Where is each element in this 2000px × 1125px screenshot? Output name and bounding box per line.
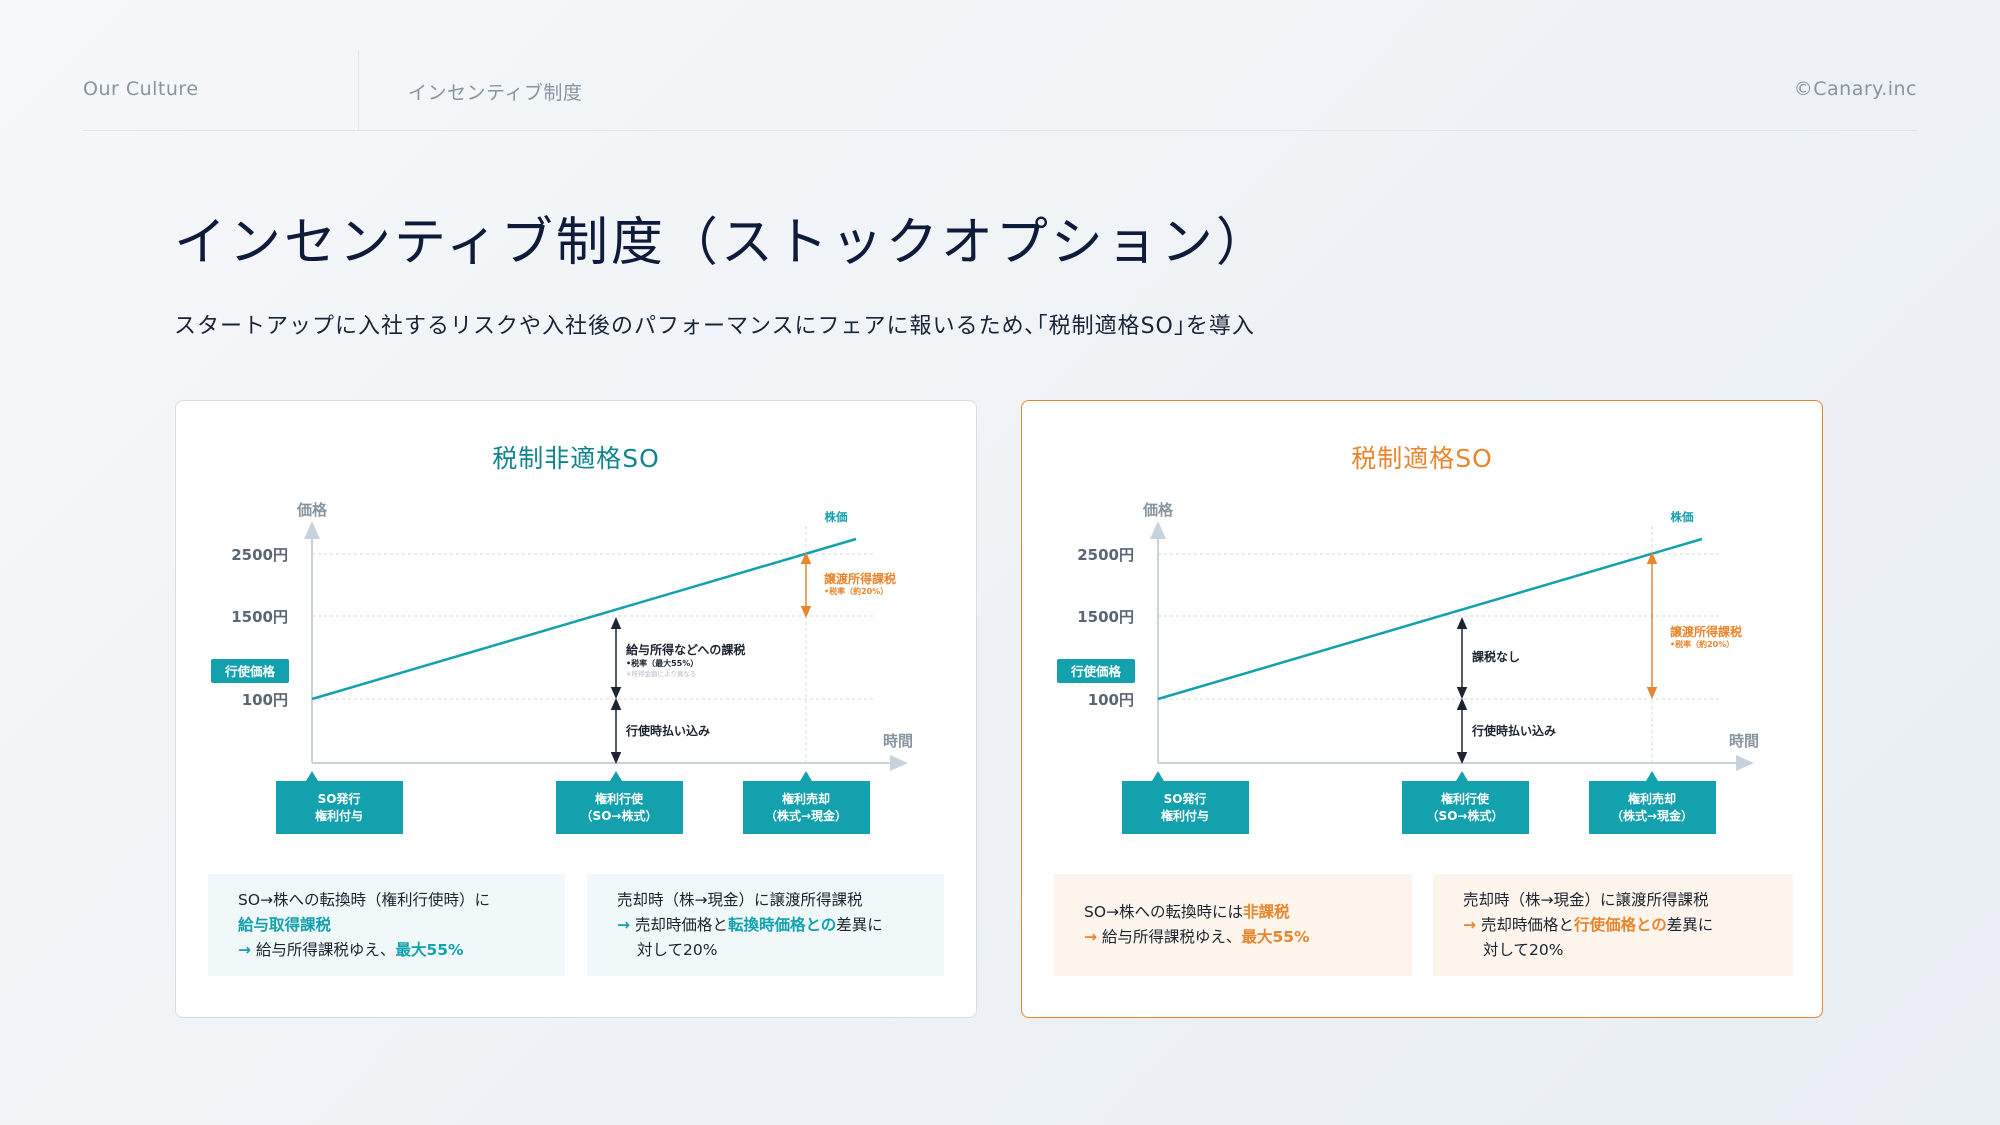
note-line: 売却時（株→現金）に譲渡所得課税: [1463, 890, 1709, 909]
event-so-grant: SO発行 権利付与: [276, 771, 403, 834]
header-bar: Our Culture インセンティブ制度 ©Canary.inc: [83, 50, 1917, 131]
payment-label: 行使時払い込み: [625, 723, 710, 738]
x-axis-label: 時間: [883, 732, 913, 750]
note-line: SO→株への転換時（権利行使時）に: [238, 890, 491, 909]
page-subtitle: スタートアップに入社するリスクや入社後のパフォーマンスにフェアに報いるため､｢税…: [174, 314, 1255, 339]
note-conversion-tax: SO→株への転換時（権利行使時）に 給与取得課税 → 給与所得課税ゆえ、最大55…: [208, 874, 565, 976]
header-section: インセンティブ制度: [408, 82, 583, 104]
exercise-price-badge: [1057, 659, 1135, 683]
svg-text:権利行使: 権利行使: [595, 791, 644, 806]
note-line: 対して20%: [1483, 940, 1564, 959]
svg-text:SO発行: SO発行: [318, 791, 361, 806]
svg-text:（株式→現金）: （株式→現金）: [765, 808, 847, 823]
note-line: → 売却時価格と行使価格との差異に: [1463, 915, 1714, 934]
svg-text:権利付与: 権利付与: [315, 808, 363, 823]
middle-tax-small: ※所得金額により異なる: [626, 669, 696, 678]
stock-price-label: 株価: [1671, 510, 1694, 524]
note-line: SO→株への転換時には非課税: [1084, 903, 1290, 921]
final-tax-label: 譲渡所得課税: [824, 571, 896, 586]
tick-base: 100円: [1088, 691, 1134, 709]
y-axis-label: 価格: [296, 501, 328, 519]
tick-1500: 1500円: [231, 608, 288, 626]
stock-price-label: 株価: [825, 510, 848, 524]
tick-2500: 2500円: [231, 546, 288, 564]
exercise-price-label: 行使価格: [1070, 664, 1122, 679]
panel-non-qualified: 税制非適格SO 価格 時間 2500円 1500円 100円 行使価格 株価 行…: [175, 400, 977, 1018]
tick-2500: 2500円: [1077, 546, 1134, 564]
x-axis-label: 時間: [1729, 732, 1759, 750]
note-sale-tax: 売却時（株→現金）に譲渡所得課税 → 売却時価格と転換時価格との差異に 対して2…: [587, 874, 944, 976]
final-tax-note: •税率（約20%）: [1670, 639, 1734, 649]
y-axis-label: 価格: [1142, 501, 1174, 519]
page-title: インセンティブ制度（ストックオプション）: [174, 213, 1271, 273]
stock-price-line: [1157, 537, 1703, 701]
panel-title: 税制適格SO: [1351, 444, 1493, 473]
svg-text:権利売却: 権利売却: [782, 791, 830, 806]
final-tax-label: 譲渡所得課税: [1670, 624, 1742, 639]
middle-tax-label: 課税なし: [1472, 649, 1520, 664]
event-exercise: 権利行使 （SO→株式）: [1402, 771, 1529, 834]
note-line: 売却時（株→現金）に譲渡所得課税: [617, 890, 863, 909]
note-line: 対して20%: [637, 940, 718, 959]
svg-text:（株式→現金）: （株式→現金）: [1611, 808, 1693, 823]
header-divider: [358, 50, 359, 130]
header-brand: Our Culture: [83, 78, 199, 100]
middle-tax-label: 給与所得などへの課税: [626, 642, 745, 657]
note-sale-tax: 売却時（株→現金）に譲渡所得課税 → 売却時価格と行使価格との差異に 対して20…: [1433, 874, 1793, 976]
note-highlight: 給与取得課税: [238, 915, 332, 934]
note-line: → 売却時価格と転換時価格との差異に: [617, 915, 883, 934]
tick-base: 100円: [242, 691, 288, 709]
tick-1500: 1500円: [1077, 608, 1134, 626]
event-exercise: 権利行使 （SO→株式）: [556, 771, 683, 834]
svg-text:権利付与: 権利付与: [1161, 808, 1209, 823]
event-sale: 権利売却 （株式→現金）: [743, 771, 870, 834]
event-so-grant: SO発行 権利付与: [1122, 771, 1249, 834]
chart-diagram: 価格 時間 2500円 1500円 100円 行使価格 株価 行使時払い込み 課…: [1057, 501, 1759, 834]
header-copyright: ©Canary.inc: [1793, 78, 1917, 100]
panel-qualified: 税制適格SO 価格 時間 2500円 1500円 100円 行使価格 株価 行使…: [1021, 400, 1823, 1018]
svg-text:権利売却: 権利売却: [1628, 791, 1676, 806]
svg-text:（SO→株式）: （SO→株式）: [581, 808, 658, 823]
note-conversion-tax: SO→株への転換時には非課税 → 給与所得課税ゆえ、最大55%: [1054, 874, 1412, 976]
middle-tax-note: •税率（最大55%）: [626, 658, 698, 668]
stock-price-line: [311, 537, 857, 701]
final-tax-note: •税率（約20%）: [824, 586, 888, 596]
svg-text:権利行使: 権利行使: [1441, 791, 1490, 806]
svg-text:SO発行: SO発行: [1164, 791, 1207, 806]
note-line: → 給与所得課税ゆえ、最大55%: [1084, 928, 1310, 946]
chart-diagram: 価格 時間 2500円 1500円 100円 行使価格 株価 行使時払い込み 給…: [211, 501, 913, 834]
payment-label: 行使時払い込み: [1471, 723, 1556, 738]
note-line: → 給与所得課税ゆえ、最大55%: [238, 940, 464, 959]
exercise-price-badge: [211, 659, 289, 683]
event-sale: 権利売却 （株式→現金）: [1589, 771, 1716, 834]
svg-text:（SO→株式）: （SO→株式）: [1427, 808, 1504, 823]
panel-title: 税制非適格SO: [492, 444, 660, 473]
exercise-price-label: 行使価格: [224, 664, 276, 679]
